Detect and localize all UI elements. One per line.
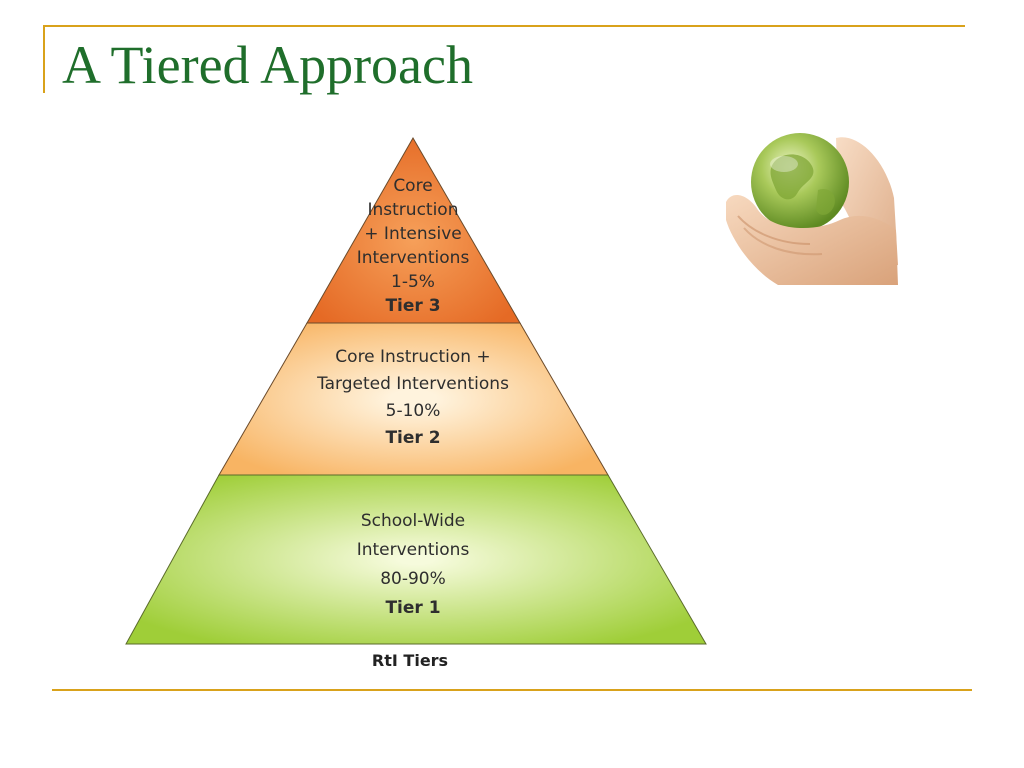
slide-title: A Tiered Approach	[62, 35, 473, 95]
bottom-rule	[52, 689, 972, 691]
tier-1-label: Tier 1	[385, 598, 441, 618]
tier-3-text: Core Instruction + Intensive Interventio…	[313, 174, 513, 318]
tier-3-line: + Intensive	[364, 224, 462, 244]
title-rule-top	[43, 25, 965, 27]
tier-1-line: Interventions	[356, 540, 470, 560]
tier-3-line: Core	[393, 176, 433, 196]
tier-2-label: Tier 2	[385, 428, 441, 448]
pyramid-graphic	[125, 136, 707, 645]
title-rule-left	[43, 25, 45, 93]
tier-2-line: Targeted Interventions	[317, 374, 509, 394]
tier-1-band	[125, 474, 707, 645]
tier-3-line: Instruction	[367, 200, 459, 220]
tier-1-text: School-Wide Interventions 80-90% Tier 1	[263, 507, 563, 623]
tier-3-line: Interventions	[356, 248, 470, 268]
tier-2-line: Core Instruction +	[335, 347, 491, 367]
tier-1-line: School-Wide	[360, 511, 466, 531]
globe-in-hands-icon	[718, 120, 898, 285]
rti-pyramid-diagram: Core Instruction + Intensive Interventio…	[110, 130, 710, 680]
tier-3-percent: 1-5%	[391, 272, 435, 292]
tier-1-percent: 80-90%	[380, 569, 446, 589]
tier-2-percent: 5-10%	[385, 401, 441, 421]
tier-2-text: Core Instruction + Targeted Intervention…	[263, 344, 563, 452]
tier-3-label: Tier 3	[385, 296, 441, 316]
pyramid-caption: RtI Tiers	[371, 651, 449, 670]
